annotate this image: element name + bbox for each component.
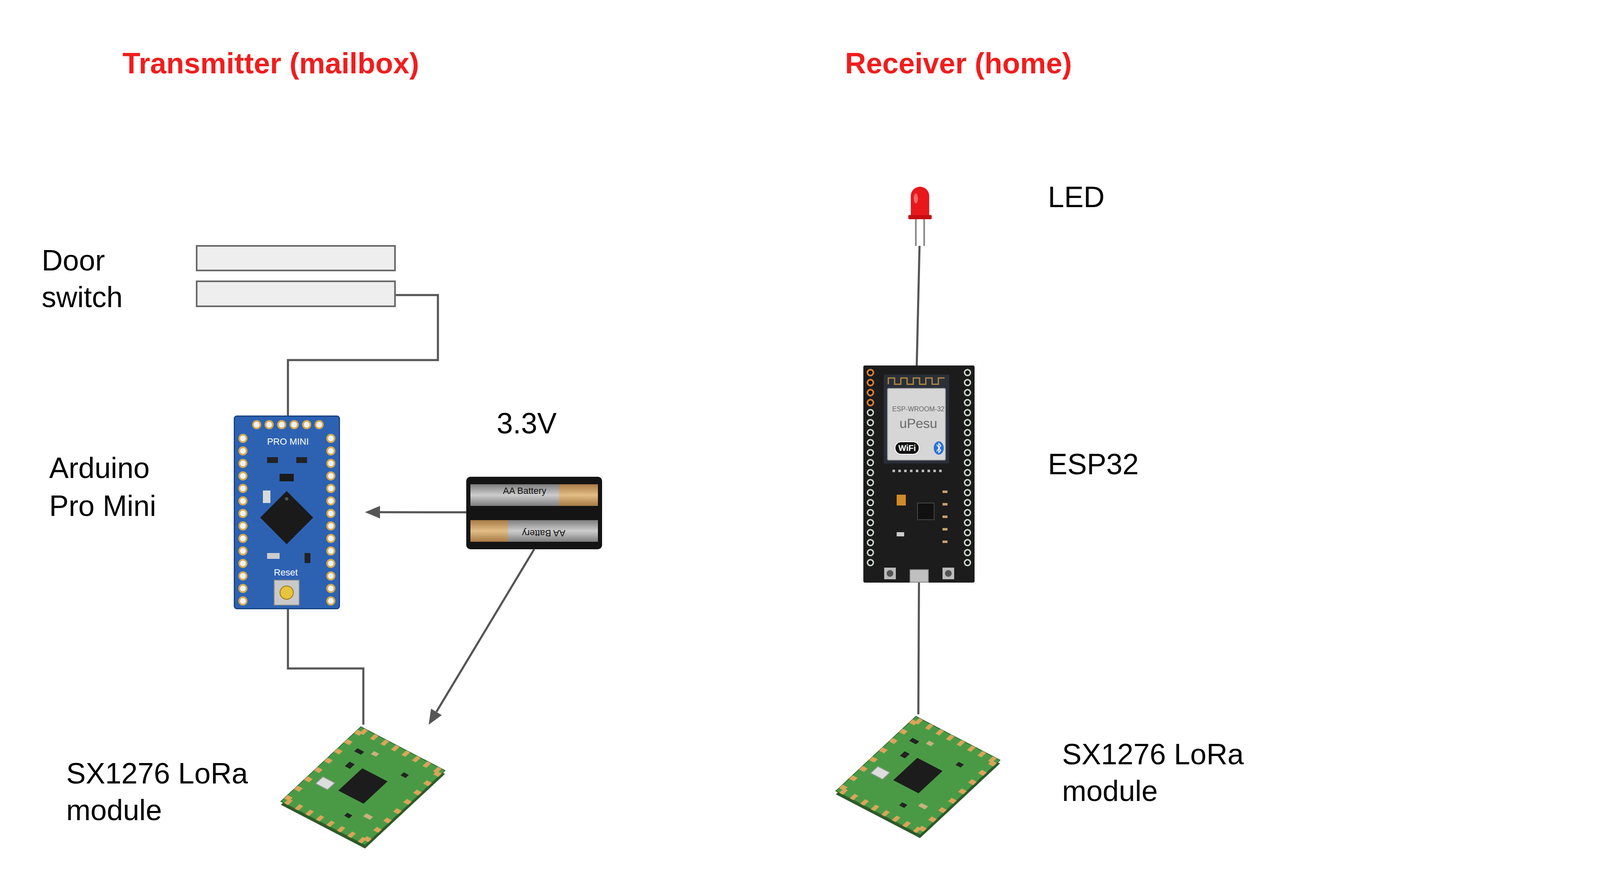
wire: [918, 582, 920, 715]
door-switch: Door switch: [195, 245, 396, 308]
component-label: Door switch: [41, 242, 155, 316]
component-label: ESP32: [1047, 447, 1215, 481]
silkscreen-text: Reset: [265, 567, 307, 578]
lora-module: SX1276 LoRa module: [279, 724, 448, 848]
connector-line: [918, 582, 920, 715]
arrow-head: [428, 708, 442, 725]
wire: [916, 245, 920, 366]
arduino-board: [234, 416, 340, 609]
lora-module-picture: [280, 726, 445, 849]
connector-line: [380, 511, 467, 514]
esp32-board: [863, 365, 975, 583]
section-heading: Receiver (home): [845, 46, 1073, 80]
wifi-logo: WiFi: [895, 442, 920, 454]
arrow-head: [365, 505, 380, 519]
connector-line: [287, 295, 438, 416]
led-symbol: [908, 186, 932, 246]
voltage-label: 3.3V: [485, 406, 569, 440]
wire: [287, 609, 364, 725]
component-label: Arduino Pro Mini: [49, 449, 187, 525]
lora-module-picture: [835, 716, 1000, 838]
esp32-board: ESP32ESP-WROOM-32uPesuWiFi: [863, 365, 975, 583]
module-marking: ESP-WROOM-32: [889, 405, 948, 413]
connector-line: [436, 549, 535, 712]
battery-pack: 3.3VAA BatteryAA Battery: [466, 476, 603, 550]
door-switch-symbol: [196, 245, 395, 307]
arrow-connector: [365, 505, 467, 519]
connector-line: [287, 609, 364, 725]
silkscreen-text: PRO MINI: [258, 436, 318, 448]
lora-module: SX1276 LoRa module: [834, 714, 1003, 837]
component-label: SX1276 LoRa module: [66, 755, 267, 829]
component-label: SX1276 LoRa module: [1062, 735, 1271, 810]
arduino-pro-mini: Arduino Pro MiniPRO MINIReset: [233, 415, 340, 610]
battery-holder: [466, 476, 603, 550]
arrow-connector: [428, 549, 535, 725]
wire: [287, 295, 438, 416]
brand-logo: uPesu: [889, 415, 948, 432]
section-heading: Transmitter (mailbox): [122, 46, 420, 80]
battery-print: AA Battery: [502, 527, 586, 539]
battery-print: AA Battery: [482, 485, 567, 497]
led: LED: [908, 185, 932, 246]
connector-line: [916, 245, 920, 366]
component-label: LED: [1047, 180, 1173, 214]
